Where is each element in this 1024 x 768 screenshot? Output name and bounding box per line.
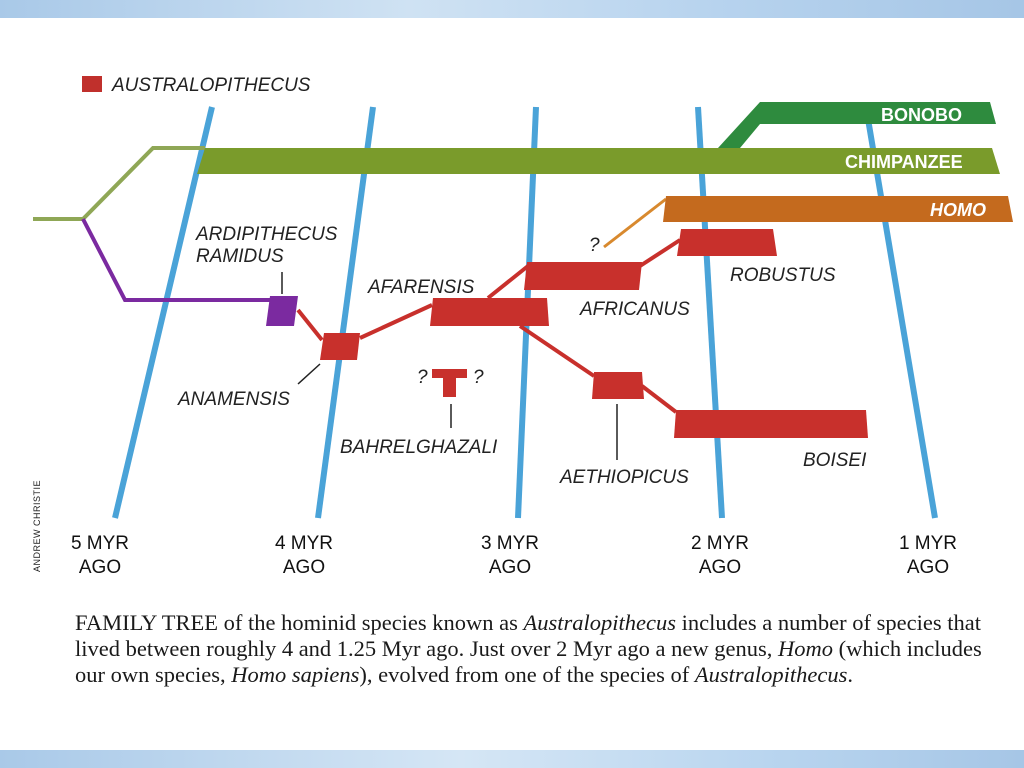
time-line-4myr — [315, 106, 376, 519]
homo-lineage: ? HOMO — [589, 196, 1013, 256]
afarensis-bar — [430, 298, 549, 326]
caption-italic-2: Homo — [777, 636, 833, 661]
tick-1myr-line1: 1 MYR — [899, 533, 957, 554]
homo-question-mark: ? — [589, 235, 600, 256]
bahrelghazali-marker — [432, 369, 467, 397]
time-line-1myr — [863, 106, 938, 519]
ardipithecus-line — [81, 218, 270, 302]
hominid-family-tree: AUSTRALOPITHECUS BONOBO CHIMPANZEE ? HOM… — [32, 75, 1013, 578]
robustus-label: ROBUSTUS — [730, 265, 836, 286]
tick-3myr-line1: 3 MYR — [481, 533, 539, 554]
legend-swatch — [82, 76, 102, 92]
tick-5myr-line1: 5 MYR — [71, 533, 129, 554]
illustrator-credit: ANDREW CHRISTIE — [32, 480, 42, 572]
caption-text-4: ), evolved from one of the species of — [359, 662, 695, 687]
tick-4myr-line1: 4 MYR — [275, 533, 333, 554]
caption-italic-4: Australopithecus — [694, 662, 848, 687]
tick-4myr-line2: AGO — [283, 557, 325, 578]
afarensis-label: AFARENSIS — [367, 277, 475, 298]
ardipithecus-lineage: ARDIPITHECUS RAMIDUS — [81, 218, 338, 326]
tick-3myr-line2: AGO — [489, 557, 531, 578]
aethiopicus-to-boisei-line — [640, 384, 678, 414]
anamensis-label: ANAMENSIS — [177, 389, 290, 410]
caption-italic-1: Australopithecus — [523, 610, 677, 635]
figure-caption: FAMILY TREE of the hominid species known… — [75, 610, 1010, 688]
tick-1myr-line2: AGO — [907, 557, 949, 578]
caption-text-5: . — [847, 662, 853, 687]
anamensis-to-afarensis-line — [359, 303, 433, 340]
ardipithecus-label-line1: ARDIPITHECUS — [195, 224, 338, 245]
chimpanzee-label: CHIMPANZEE — [845, 152, 963, 172]
tick-2myr-line1: 2 MYR — [691, 533, 749, 554]
time-line-5myr — [112, 106, 215, 519]
tick-5myr-line2: AGO — [79, 557, 121, 578]
africanus-label: AFRICANUS — [579, 299, 690, 320]
boisei-label: BOISEI — [803, 450, 867, 471]
chimp-lineage: BONOBO CHIMPANZEE — [33, 102, 1000, 221]
legend-label: AUSTRALOPITHECUS — [111, 75, 311, 96]
ardipithecus-label-line2: RAMIDUS — [196, 246, 284, 267]
aethiopicus-bar — [592, 372, 644, 399]
ard-to-anamensis-line — [296, 308, 324, 342]
caption-italic-3: Homo sapiens — [231, 662, 360, 687]
africanus-to-robustus-line — [638, 238, 682, 268]
time-line-2myr — [695, 106, 725, 519]
australopithecus-lineage: ANAMENSIS AFARENSIS AFRICANUS ROBUSTUS A… — [177, 229, 868, 488]
homo-bar — [663, 196, 1013, 222]
caption-text-1: of the hominid species known as — [217, 610, 524, 635]
caption-text-3: (which includes our own species, — [75, 636, 982, 687]
bahrelghazali-question-right: ? — [473, 367, 484, 388]
chimpanzee-bar — [197, 148, 1000, 174]
aethiopicus-label: AETHIOPICUS — [559, 467, 689, 488]
anamensis-leader — [297, 363, 321, 385]
ancestral-stem-line — [33, 146, 205, 221]
time-axis-labels: 5 MYR AGO 4 MYR AGO 3 MYR AGO 2 MYR AGO … — [71, 533, 957, 578]
bonobo-label: BONOBO — [881, 105, 962, 125]
homo-label: HOMO — [930, 200, 986, 220]
bahrelghazali-question-left: ? — [417, 367, 428, 388]
bonobo-bar — [718, 102, 996, 148]
homo-origin-line — [603, 197, 667, 249]
afarensis-to-aethiopicus-line — [518, 324, 596, 378]
top-decor-band — [0, 0, 1024, 18]
robustus-bar — [677, 229, 777, 256]
tick-2myr-line2: AGO — [699, 557, 741, 578]
caption-text-2: includes a number of species that lived … — [75, 610, 981, 661]
bottom-decor-band — [0, 750, 1024, 768]
bahrelghazali-label: BAHRELGHAZALI — [340, 437, 498, 458]
caption-lead: FAMILY TREE — [75, 610, 218, 635]
ardipithecus-bar — [266, 296, 298, 326]
africanus-bar — [524, 262, 642, 290]
boisei-bar — [674, 410, 868, 438]
anamensis-bar — [320, 333, 360, 360]
afarensis-to-africanus-line — [486, 264, 530, 300]
